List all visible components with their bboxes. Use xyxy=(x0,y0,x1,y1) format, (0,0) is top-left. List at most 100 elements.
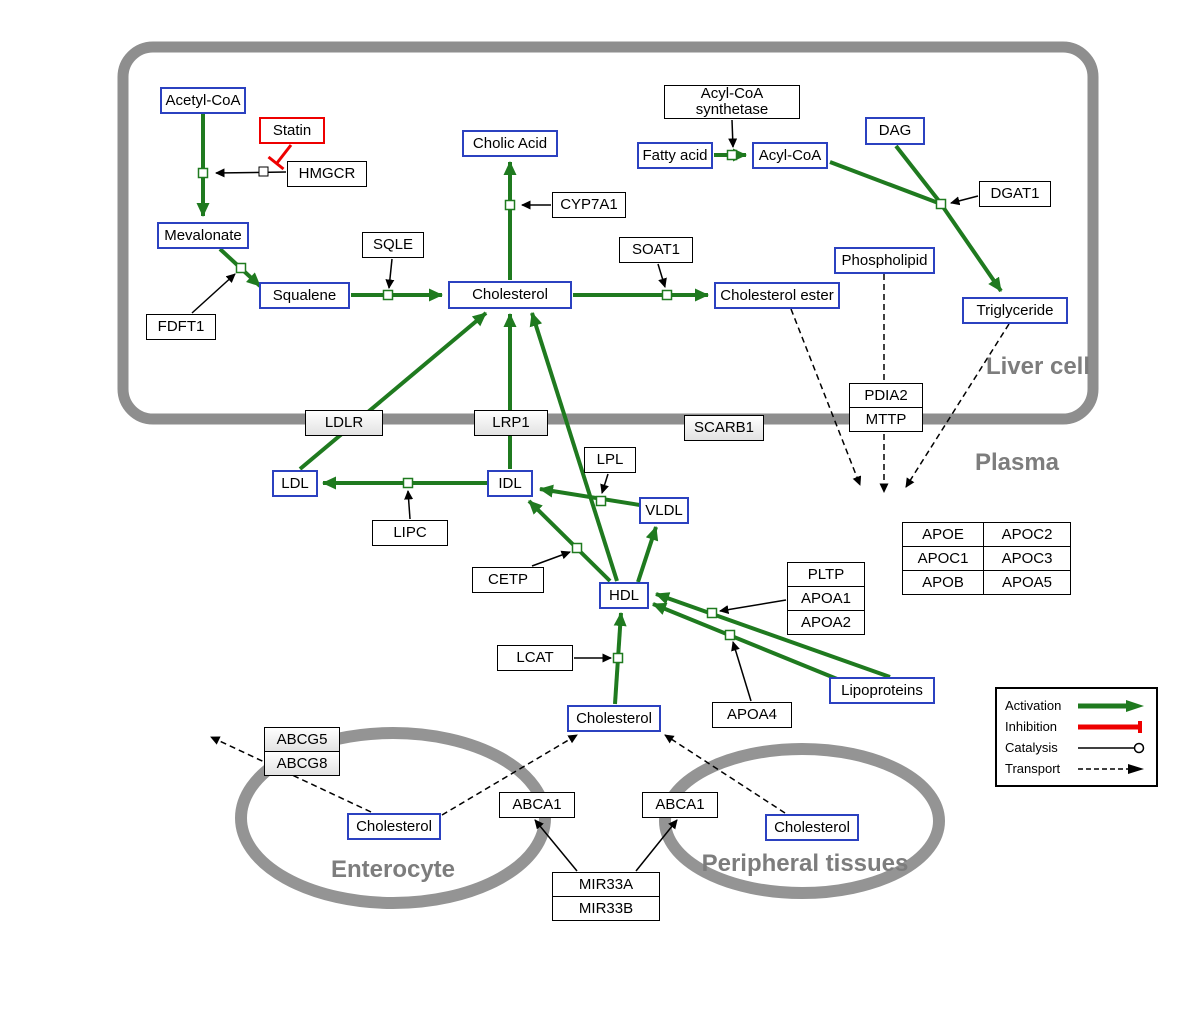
edge-acylcoa-junction xyxy=(829,160,942,206)
node-cyp7a1[interactable]: CYP7A1 xyxy=(552,192,626,218)
node-cholesterol-plasma[interactable]: Cholesterol xyxy=(567,705,661,732)
node-apoa1[interactable]: APOA1 xyxy=(788,587,864,610)
node-soat1[interactable]: SOAT1 xyxy=(619,237,693,263)
edge-enterocyte-cholesterol-transport xyxy=(441,734,578,816)
node-cetp[interactable]: CETP xyxy=(472,567,544,593)
node-lrp1[interactable]: LRP1 xyxy=(474,410,548,436)
plasma-label: Plasma xyxy=(974,449,1060,476)
node-lcat[interactable]: LCAT xyxy=(497,645,573,671)
edge-vldl-idl xyxy=(539,484,647,508)
node-mevalonate[interactable]: Mevalonate xyxy=(157,222,249,249)
legend-row-transport: Transport xyxy=(1005,758,1148,779)
node-scarb1[interactable]: SCARB1 xyxy=(684,415,764,441)
node-hmgcr[interactable]: HMGCR xyxy=(287,161,367,187)
enterocyte-compartment xyxy=(235,727,551,909)
legend-catalysis-label: Catalysis xyxy=(1005,740,1058,755)
node-squalene[interactable]: Squalene xyxy=(259,282,350,309)
node-cholesterol-ester[interactable]: Cholesterol ester xyxy=(714,282,840,309)
transport-edges xyxy=(210,274,1010,816)
legend-inhibition-label: Inhibition xyxy=(1005,719,1058,734)
reaction-node-apoa4 xyxy=(724,629,736,641)
apolipoprotein-table: APOE APOC2 APOC1 APOC3 APOB APOA5 xyxy=(902,522,1071,595)
inhibition-edge xyxy=(267,144,293,171)
node-cholesterol-peripheral[interactable]: Cholesterol xyxy=(765,814,859,841)
node-apoa5[interactable]: APOA5 xyxy=(984,571,1070,594)
edge-lpl-catalysis xyxy=(600,473,609,494)
node-fatty-acid[interactable]: Fatty acid xyxy=(637,142,713,169)
node-triglyceride[interactable]: Triglyceride xyxy=(962,297,1068,324)
node-idl[interactable]: IDL xyxy=(487,470,533,497)
node-dag[interactable]: DAG xyxy=(865,117,925,145)
transport-dashed-arrow-icon xyxy=(1078,763,1144,774)
peripheral-tissues-compartment xyxy=(659,743,945,899)
edge-cetp-catalysis xyxy=(531,550,571,567)
node-pltp[interactable]: PLTP xyxy=(788,563,864,586)
liver-cell-label: Liver cell xyxy=(985,353,1090,380)
node-apoc3[interactable]: APOC3 xyxy=(984,547,1070,570)
reaction-nodes xyxy=(197,149,947,664)
node-vldl[interactable]: VLDL xyxy=(639,497,689,524)
node-mir33-group: MIR33A MIR33B xyxy=(552,872,660,921)
node-phospholipid[interactable]: Phospholipid xyxy=(834,247,935,274)
node-cholic-acid[interactable]: Cholic Acid xyxy=(462,130,558,157)
enterocyte-label: Enterocyte xyxy=(330,856,456,883)
edge-hdl-idl-cetp xyxy=(527,499,612,583)
edge-fdft1-catalysis xyxy=(191,273,236,314)
node-lipoproteins[interactable]: Lipoproteins xyxy=(829,677,935,704)
node-mttp[interactable]: MTTP xyxy=(850,408,922,431)
legend-row-activation: Activation xyxy=(1005,695,1148,716)
node-apoa4[interactable]: APOA4 xyxy=(712,702,792,728)
legend-row-catalysis: Catalysis xyxy=(1005,737,1148,758)
edge-peripheral-cholesterol-transport xyxy=(664,734,786,814)
edge-mir33-abca1-left xyxy=(534,819,578,872)
node-apoa2[interactable]: APOA2 xyxy=(788,611,864,634)
node-cholesterol-enterocyte[interactable]: Cholesterol xyxy=(347,813,441,840)
node-fdft1[interactable]: FDFT1 xyxy=(146,314,216,340)
node-acetyl-coa[interactable]: Acetyl-CoA xyxy=(160,87,246,114)
edge-mir33-abca1-right xyxy=(635,819,678,872)
inhibition-anchor-node xyxy=(258,166,269,177)
edge-ldl-cholesterol xyxy=(298,311,488,471)
node-statin[interactable]: Statin xyxy=(259,117,325,144)
node-cholesterol-liver[interactable]: Cholesterol xyxy=(448,281,572,309)
node-acyl-coa[interactable]: Acyl-CoA xyxy=(752,142,828,169)
edge-lipc-catalysis xyxy=(404,490,414,520)
compartment-shapes xyxy=(117,41,1099,909)
node-acyl-coa-synthetase[interactable]: Acyl-CoA synthetase xyxy=(664,85,800,119)
node-abca1-right[interactable]: ABCA1 xyxy=(642,792,718,818)
node-sqle[interactable]: SQLE xyxy=(362,232,424,258)
catalysis-edges xyxy=(191,119,979,872)
edge-lipoproteins-hdl-upper xyxy=(655,592,891,679)
reaction-node-soat1 xyxy=(661,289,673,301)
edge-soat1-catalysis xyxy=(657,263,667,288)
node-dgat1[interactable]: DGAT1 xyxy=(979,181,1051,207)
statin-inhibition-tbar xyxy=(267,155,285,171)
liver-cell-compartment xyxy=(117,41,1099,425)
edge-dgat1-catalysis xyxy=(950,195,979,206)
edge-hdl-cholesterol xyxy=(529,312,619,582)
node-mir33b[interactable]: MIR33B xyxy=(553,897,659,920)
node-apoe[interactable]: APOE xyxy=(903,523,983,546)
node-apoc1[interactable]: APOC1 xyxy=(903,547,983,570)
reaction-node-sqle xyxy=(382,289,394,301)
edge-triglyceride-plasma-transport xyxy=(905,323,1010,488)
node-pdia2[interactable]: PDIA2 xyxy=(850,384,922,407)
reaction-node-cetp xyxy=(571,542,583,554)
node-abcg8[interactable]: ABCG8 xyxy=(265,752,339,775)
node-abcg5[interactable]: ABCG5 xyxy=(265,728,339,751)
node-lipc[interactable]: LIPC xyxy=(372,520,448,546)
node-ldl[interactable]: LDL xyxy=(272,470,318,497)
node-lpl[interactable]: LPL xyxy=(584,447,636,473)
node-ldlr[interactable]: LDLR xyxy=(305,410,383,436)
node-apob[interactable]: APOB xyxy=(903,571,983,594)
node-apoc2[interactable]: APOC2 xyxy=(984,523,1070,546)
node-mir33a[interactable]: MIR33A xyxy=(553,873,659,896)
node-abca1-left[interactable]: ABCA1 xyxy=(499,792,575,818)
catalysis-circle-icon xyxy=(1078,742,1145,753)
reaction-node-lipc xyxy=(402,477,414,489)
reaction-node-fdft1 xyxy=(235,262,247,274)
edge-acylcoasynthetase-catalysis xyxy=(728,119,738,148)
node-hdl[interactable]: HDL xyxy=(599,582,649,609)
